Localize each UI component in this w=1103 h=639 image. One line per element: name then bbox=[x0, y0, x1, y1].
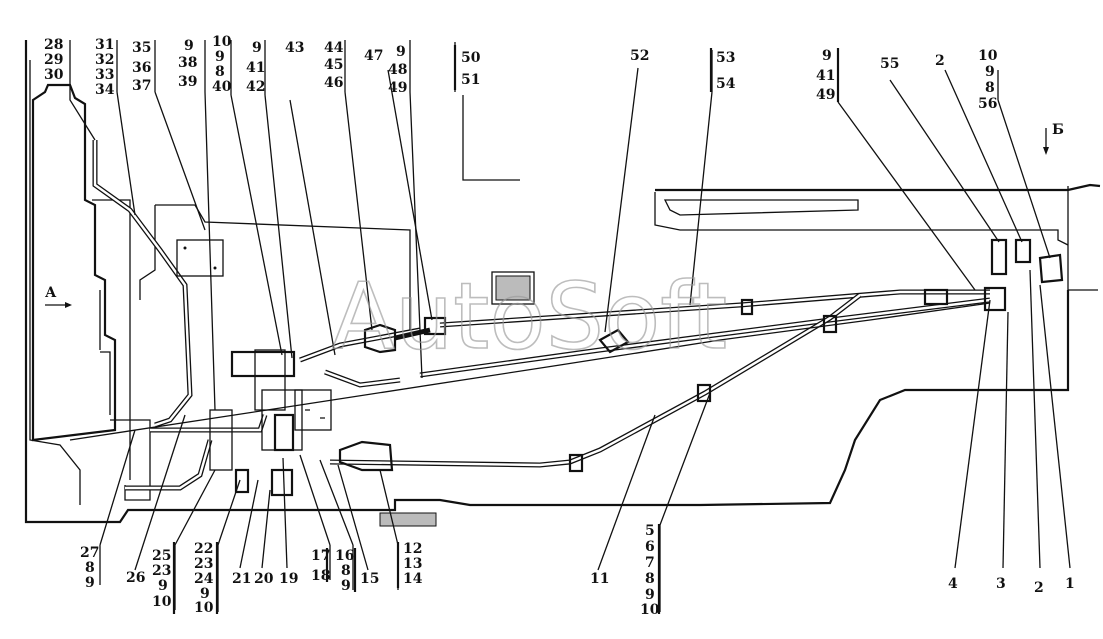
callout-3: 3 bbox=[996, 576, 1006, 592]
watermark: AutoSoft bbox=[332, 263, 727, 370]
callout-43: 43 bbox=[285, 40, 304, 56]
callout-20: 20 bbox=[254, 571, 274, 587]
mount-plate bbox=[176, 239, 224, 277]
callout-9-48-49: 9 48 49 bbox=[388, 44, 412, 96]
callout-9-38-39: 9 38 39 bbox=[178, 38, 202, 90]
callout-1: 1 bbox=[1065, 576, 1075, 592]
callout-15: 15 bbox=[360, 571, 379, 587]
top-leaders bbox=[69, 40, 1051, 411]
bracket-plate bbox=[294, 389, 332, 431]
callout-16-8-9: 16 8 9 bbox=[335, 548, 359, 594]
base-block bbox=[379, 512, 437, 527]
callout-9-41-42: 9 41 42 bbox=[246, 40, 270, 95]
callout-44-46: 44 45 46 bbox=[324, 40, 348, 91]
fitting-56 bbox=[1038, 253, 1064, 284]
callout-55: 55 bbox=[880, 56, 899, 72]
receiver bbox=[338, 440, 394, 472]
view-b-label: Б bbox=[1052, 122, 1064, 138]
valve-44 bbox=[363, 323, 397, 354]
callout-53-54: 53 54 bbox=[716, 50, 740, 92]
box-component bbox=[491, 271, 535, 305]
callout-19: 19 bbox=[279, 571, 298, 587]
callout-47: 47 bbox=[364, 48, 383, 64]
callout-4: 4 bbox=[948, 576, 958, 592]
callout-27-8-9: 27 8 9 bbox=[80, 545, 104, 591]
callout-2-top: 2 bbox=[935, 53, 945, 69]
callout-11: 11 bbox=[590, 571, 609, 587]
callout-separators bbox=[172, 45, 840, 614]
view-a-label: А bbox=[45, 285, 57, 301]
callout-21: 21 bbox=[232, 571, 251, 587]
components bbox=[176, 238, 1064, 527]
callout-2-bottom: 2 bbox=[1034, 580, 1044, 596]
callout-12-13-14: 12 13 14 bbox=[403, 541, 427, 587]
callout-10-9-8-40: 10 9 8 40 bbox=[212, 34, 236, 95]
callout-9-41-49-right: 9 41 49 bbox=[816, 48, 840, 103]
callout-5-10: 5 6 7 8 9 10 bbox=[640, 523, 660, 618]
callout-26: 26 bbox=[126, 570, 145, 586]
gauge-55 bbox=[990, 238, 1008, 276]
view-a-marker: А bbox=[45, 285, 72, 308]
callout-31-34: 31 32 33 34 bbox=[95, 37, 119, 98]
callout-50-51: 50 51 bbox=[461, 50, 485, 88]
callout-28-29-30: 28 29 30 bbox=[44, 37, 68, 83]
filter-body bbox=[261, 389, 303, 451]
callouts-bottom: 27 8 9 26 25 23 9 10 22 23 24 9 10 21 20… bbox=[80, 523, 1075, 618]
callout-52: 52 bbox=[630, 48, 649, 64]
pump-body bbox=[230, 350, 296, 378]
callout-35-37: 35 36 37 bbox=[132, 40, 156, 94]
callout-17-18: 17 18 bbox=[311, 548, 335, 584]
callout-25-23-9-10: 25 23 9 10 bbox=[152, 548, 176, 610]
view-b-marker: Б bbox=[1043, 122, 1064, 155]
chassis-outline bbox=[24, 40, 1101, 524]
callouts-top: 28 29 30 31 32 33 34 35 36 37 9 38 39 10… bbox=[44, 34, 1002, 112]
callout-22-24: 22 23 24 9 10 bbox=[194, 541, 218, 616]
callout-10-9-8-56: 10 9 8 56 bbox=[978, 48, 1002, 112]
gauge-2 bbox=[1014, 238, 1032, 264]
